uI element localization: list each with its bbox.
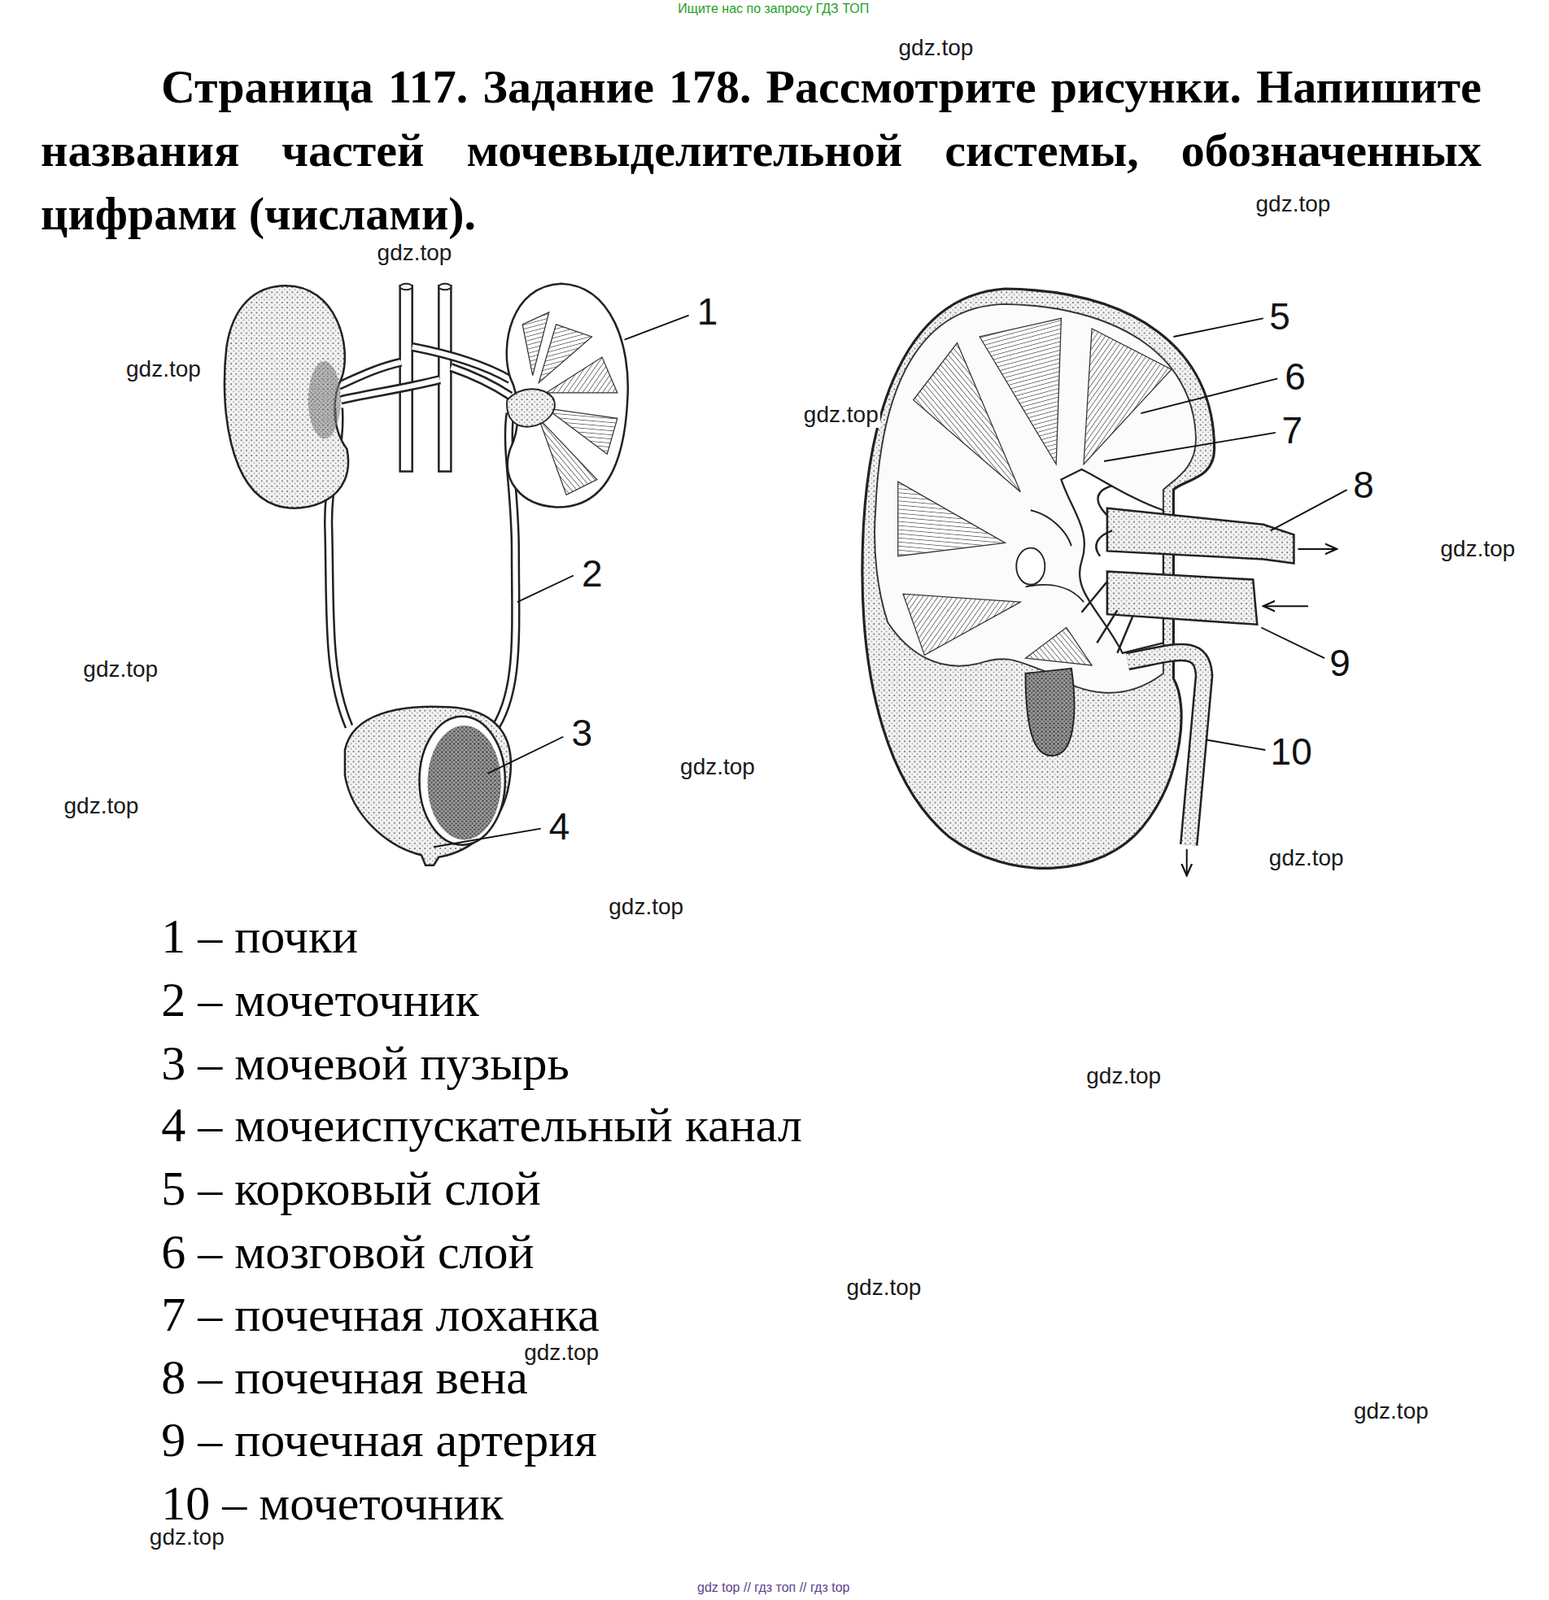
urinary-system <box>506 283 629 508</box>
urinary-system <box>338 362 402 386</box>
urinary-system <box>427 725 502 840</box>
callout-number: 10 <box>1270 729 1313 774</box>
kidney-section <box>874 304 1196 694</box>
watermark: gdz.top <box>678 754 757 781</box>
callout-number: 9 <box>1329 641 1351 686</box>
kidney-section <box>1107 571 1257 625</box>
answer-line: 9 – почечная артерия <box>161 1411 598 1468</box>
urinary-system <box>338 362 402 386</box>
urinary-system <box>438 283 451 291</box>
urinary-system <box>419 716 506 846</box>
urinary-system <box>438 285 451 472</box>
urinary-system <box>506 388 555 427</box>
watermark: gdz.top <box>375 239 454 267</box>
watermark: gdz.top <box>1352 1398 1431 1425</box>
kidney-section <box>1025 584 1084 603</box>
callout-number: 5 <box>1269 294 1291 339</box>
callout-number: 7 <box>1281 408 1303 453</box>
watermark: gdz.top <box>148 1524 227 1551</box>
kidney-section <box>1263 605 1309 607</box>
urinary-system <box>400 285 413 472</box>
kidney-section <box>1297 548 1337 550</box>
watermark: gdz.top <box>124 356 203 383</box>
urinary-system <box>488 737 564 774</box>
urinary-system <box>517 575 574 603</box>
kidney-section <box>1030 510 1072 546</box>
kidney-section <box>898 481 1006 557</box>
urinary-system <box>522 312 550 376</box>
watermark: gdz.top <box>1267 845 1346 872</box>
urinary-system <box>433 829 542 848</box>
kidney-section <box>1095 485 1113 557</box>
answer-line: 2 – мочеточник <box>161 972 480 1029</box>
task-title: Страница 117. Задание 178. Рассмотрите р… <box>40 55 1482 246</box>
answer-line: 10 – мочеточник <box>161 1474 504 1532</box>
watermark: gdz.top <box>897 34 976 62</box>
answer-line: 5 – корковый слой <box>161 1160 542 1218</box>
urinary-system <box>344 706 511 866</box>
answer-line: 3 – мочевой пузырь <box>161 1034 570 1091</box>
urinary-system <box>624 315 690 341</box>
urinary-system <box>340 379 441 401</box>
kidney-section <box>1270 489 1348 531</box>
kidney-section <box>1261 627 1325 659</box>
watermark: gdz.top <box>1439 536 1518 563</box>
kidney-section <box>1082 581 1134 654</box>
answer-line: 6 – мозговой слой <box>161 1224 535 1281</box>
kidney-section <box>1025 668 1075 756</box>
answer-line: 4 – мочеиспускательный канал <box>161 1097 803 1154</box>
kidney-section <box>862 288 1348 876</box>
watermark: gdz.top <box>1084 1063 1163 1090</box>
urinary-system <box>224 283 690 866</box>
answer-line: 8 – почечная вена <box>161 1349 528 1406</box>
callout-number: 3 <box>571 711 593 755</box>
urinary-system <box>538 418 597 495</box>
kidney-section <box>1186 849 1188 877</box>
kidney-section <box>1103 432 1276 462</box>
callout-number: 4 <box>549 804 571 849</box>
callout-number: 6 <box>1284 354 1306 399</box>
urinary-system <box>308 361 341 439</box>
watermark: gdz.top <box>1254 191 1333 218</box>
kidney-section <box>1206 739 1266 751</box>
urinary-system <box>400 283 413 291</box>
urinary-system <box>450 367 511 397</box>
kidney-section <box>1083 328 1172 465</box>
answer-line: 1 – почки <box>161 908 358 965</box>
kidney-section <box>1127 652 1205 846</box>
watermark-header: Ищите нас по запросу ГДЗ ТОП <box>677 1 869 17</box>
watermark: gdz.top <box>845 1274 924 1301</box>
callout-number: 2 <box>581 551 603 596</box>
watermark: gdz.top <box>606 894 686 921</box>
watermark: gdz.top <box>522 1339 601 1366</box>
callout-number: 8 <box>1352 462 1375 507</box>
kidney-section <box>1016 548 1045 585</box>
answer-line: 7 – почечная лоханка <box>161 1286 600 1343</box>
urinary-system <box>340 379 441 401</box>
watermark-footer: gdz top // гдз топ // гдз top <box>697 1580 850 1596</box>
kidney-section <box>1127 652 1205 846</box>
kidney-section <box>1173 318 1263 337</box>
urinary-system <box>224 285 349 508</box>
kidney-section <box>1060 469 1163 654</box>
kidney-section <box>1107 508 1295 564</box>
watermark: gdz.top <box>81 656 160 683</box>
watermark: gdz.top <box>62 793 141 820</box>
kidney-section <box>913 343 1022 493</box>
urinary-system <box>450 367 511 397</box>
kidney-section <box>903 593 1021 655</box>
watermark: gdz.top <box>802 401 881 428</box>
kidney-section <box>1025 627 1093 665</box>
urinary-system <box>545 357 618 393</box>
callout-number: 1 <box>697 289 719 334</box>
kidney-section <box>1140 378 1278 414</box>
